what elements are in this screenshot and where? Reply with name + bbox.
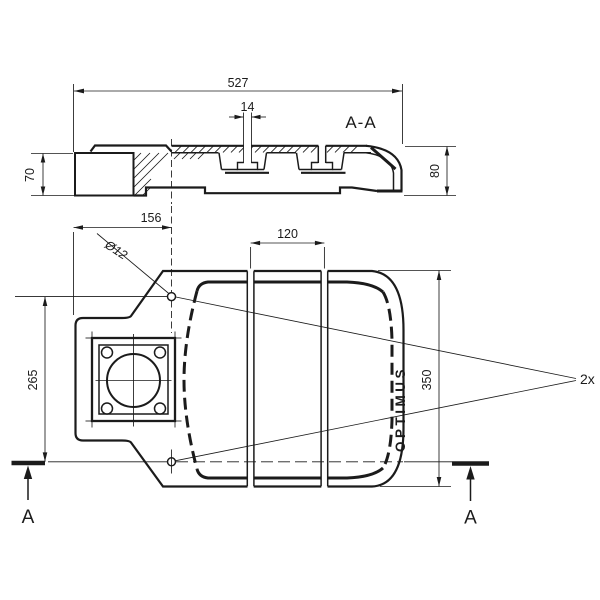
dim-70-label: 70	[23, 168, 37, 182]
flange-corner-ticks	[85, 331, 182, 428]
mounting-flange	[85, 331, 182, 428]
right-nose	[365, 144, 403, 193]
section-letter-right: A	[464, 508, 477, 529]
section-marker-left: A	[11, 460, 45, 528]
callout-hole-diameter: Ø12	[96, 233, 171, 295]
hatch-top-plate	[174, 145, 358, 153]
dim-80-label: 80	[428, 164, 442, 178]
bottom-contour	[133, 186, 378, 197]
spigot-block	[74, 152, 135, 197]
dim-120-label: 120	[277, 227, 298, 241]
dim-265-label: 265	[26, 370, 40, 391]
hatch-under-plate	[173, 152, 205, 160]
flange-bolt-hole	[153, 346, 167, 359]
rib-left	[246, 269, 255, 489]
dimension-slot-width: 14	[229, 100, 266, 120]
inner-contour	[182, 280, 394, 480]
housing-outline	[74, 269, 405, 488]
cap-profile	[89, 144, 173, 153]
callout-hole-count: 2x	[175, 296, 595, 462]
dim-156-label: 156	[141, 211, 162, 225]
plan-view: 156 120 Ø12 265	[11, 206, 595, 529]
dimension-right-height: 80	[404, 146, 456, 196]
section-view: 527 14 70 80 A-A	[23, 76, 456, 204]
section-geometry	[74, 112, 403, 204]
flange-bolt-hole	[100, 402, 114, 415]
count-2x-label: 2x	[580, 371, 595, 387]
dimension-total-length: 527	[73, 76, 403, 152]
section-letter-left: A	[22, 507, 35, 528]
dimension-hole-spacing: 265	[15, 296, 168, 463]
hole-top	[166, 291, 177, 302]
section-title: A-A	[345, 113, 376, 132]
dimension-left-height: 70	[23, 153, 74, 196]
hatch-left-wall	[133, 152, 169, 196]
dimension-rib-spacing: 120	[250, 227, 325, 269]
t-slot-pocket-1	[218, 112, 269, 174]
dimension-body-width: 350	[378, 270, 451, 487]
rib-right	[320, 269, 329, 489]
molded-logo-text: OPTIMUS	[393, 366, 408, 452]
dimension-hole-offset: 156	[73, 206, 172, 333]
t-slot-pocket-2	[295, 144, 346, 174]
flange-bolt-hole	[100, 346, 114, 359]
dim-14-label: 14	[241, 100, 255, 114]
dim-527-label: 527	[228, 76, 249, 90]
flange-bolt-hole	[153, 402, 167, 415]
dim-350-label: 350	[420, 370, 434, 391]
section-marker-right: A	[452, 461, 489, 529]
